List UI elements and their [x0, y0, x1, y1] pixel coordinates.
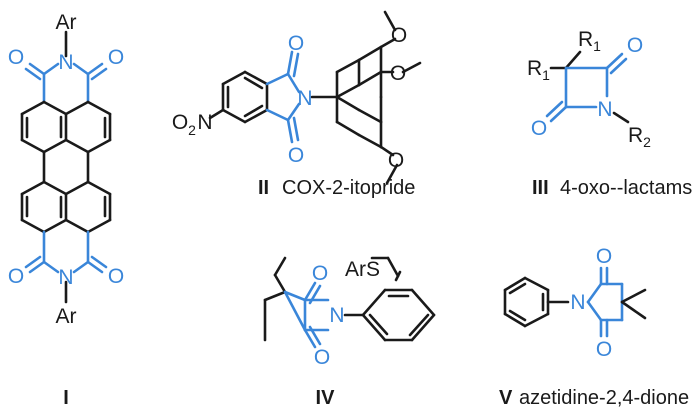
structure-II-nitrobenzene-ring [208, 70, 269, 124]
atom-ArS: ArS [345, 258, 380, 281]
atom-R1-left: R1 [527, 57, 550, 83]
structure-II-imide-ring [265, 50, 301, 144]
atom-O-right: O [627, 34, 643, 57]
nitro-group-label: O 2 N [172, 111, 213, 138]
atom-R2: R2 [628, 124, 651, 150]
atom-O-top-left: O [8, 46, 24, 69]
atom-R1-top: R1 [578, 28, 601, 54]
atom-N: N [329, 304, 344, 327]
atom-O-top: O [288, 32, 304, 55]
atom-O2N-N: N [197, 111, 212, 134]
atom-O-bottom-right: O [108, 265, 124, 288]
atom-O2N-O: O [172, 111, 188, 134]
atom-Ar-top: Ar [56, 11, 77, 34]
atom-O-bottom-left: O [8, 265, 24, 288]
structure-I-bottom-imide [24, 230, 108, 304]
structure-II-name: COX-2-itopride [282, 177, 415, 199]
atom-O-bottom: O [596, 338, 612, 361]
structure-V-name: azetidine-2,4-dione [519, 387, 689, 409]
structure-IV: ArS O O N IV [263, 256, 436, 409]
atom-N: N [597, 98, 612, 121]
structure-I: Ar N O O O O N Ar I [8, 11, 124, 409]
structure-I-perylene-core [20, 100, 112, 234]
atom-OMe-top: O [391, 24, 407, 47]
atom-O-top: O [596, 245, 612, 268]
structure-I-label: I [63, 387, 69, 409]
structure-V: O O N V azetidine-2,4-dione [499, 245, 689, 409]
atom-OMe-middle: O [390, 62, 406, 85]
atom-O-left: O [531, 117, 547, 140]
atom-N-bottom: N [58, 266, 73, 289]
atom-N-top: N [58, 51, 73, 74]
structure-II-label: II [258, 177, 269, 199]
atom-OMe-bottom: O [388, 149, 404, 172]
structure-III-caption: III 4-oxo--lactams [532, 177, 692, 199]
structure-III-label: III [532, 177, 549, 199]
structure-II-caption: II COX-2-itopride [258, 177, 415, 199]
structure-I-top-imide [24, 30, 108, 104]
atom-Ar-bottom: Ar [56, 305, 77, 328]
atom-O-bottom: O [288, 144, 304, 167]
structure-III: R1 R1 O O N R2 III 4-oxo--lactams [527, 28, 692, 199]
atom-N: N [570, 291, 585, 314]
structure-II: O O N O 2 N O O O II COX-2-itopride [172, 10, 422, 199]
atom-O-bottom: O [314, 346, 330, 369]
structure-V-caption: V azetidine-2,4-dione [499, 387, 689, 409]
atom-O-top-right: O [108, 46, 124, 69]
structure-III-name: 4-oxo--lactams [560, 177, 692, 199]
atom-O2N-subscript: 2 [188, 122, 196, 138]
atom-O-top: O [312, 262, 328, 285]
atom-N: N [297, 87, 312, 110]
structure-V-label: V [499, 387, 513, 409]
structure-II-trimethoxyphenyl [310, 10, 422, 185]
structure-IV-label: IV [316, 387, 336, 409]
